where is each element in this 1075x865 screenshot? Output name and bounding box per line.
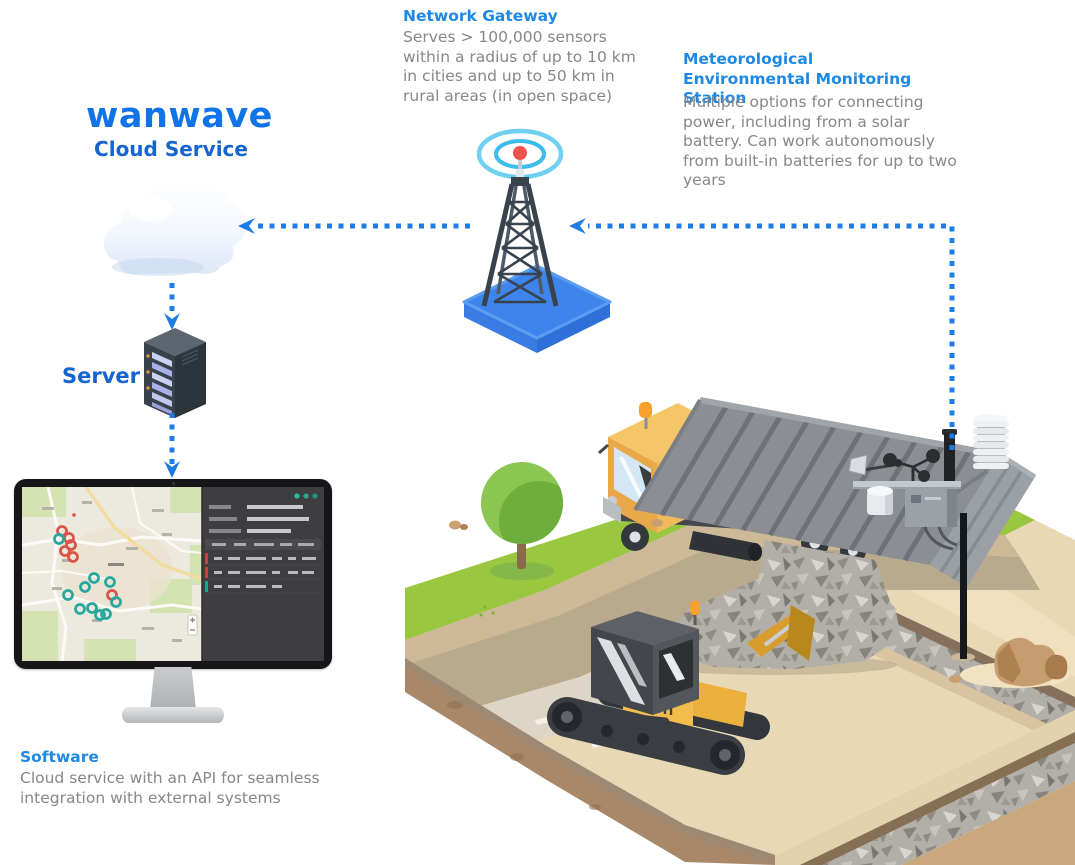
road-cross-section-front [775,710,1075,865]
anemometer [883,449,940,482]
arrow-head-down-icon [164,461,180,478]
control-box [905,489,958,551]
met-station-title: Meteorological Environmental Monitoring … [683,50,912,108]
map-label-dashes [42,501,182,642]
rocks [949,637,1070,688]
panel-info-rows [209,505,309,533]
met-station-description: Multiple options for connecting power, i… [683,93,957,190]
cloud-service-label: Cloud Service [94,137,248,161]
bulldozer-icon [547,519,815,775]
server-label: Server [62,364,141,388]
server-rack-icon [144,328,206,418]
tower-bracing [493,200,547,304]
cell-tower-icon [462,128,612,353]
panel-window-buttons[interactable] [294,493,318,499]
grass-pebbles [449,520,495,617]
track-wheels [552,702,740,770]
map-zoom-control[interactable] [187,614,198,636]
cab-window-streak [597,637,645,705]
cloud-icon [104,181,246,276]
map-markers-teal[interactable] [53,533,122,621]
panel-table-rows[interactable] [205,553,321,594]
network-gateway-title: Network Gateway [403,7,558,25]
antenna-light [513,146,527,160]
software-description: Cloud service with an API for seamless i… [20,769,320,807]
station-pole [960,513,967,659]
weather-station-icon [848,414,1070,688]
software-title: Software [20,748,99,766]
radiation-shield [973,414,1009,469]
server-vents [181,345,199,366]
monitor-screen [21,485,324,662]
monitor-illustration [14,479,332,669]
monitor-stand-neck [150,667,196,709]
bulldozer-beacon [690,601,700,625]
server-leds [146,354,150,390]
excavated-dirt [405,545,1040,727]
wanwave-logo: wanwave [86,96,273,136]
monitor-stand-base [122,707,224,723]
rain-sensor [867,486,893,515]
construction-site-illustration [405,397,1075,865]
webcam-dot [172,482,175,485]
falling-gravel [755,540,895,637]
server-units [152,352,172,415]
network-gateway-description: Serves > 100,000 sensors within a radius… [403,28,636,105]
